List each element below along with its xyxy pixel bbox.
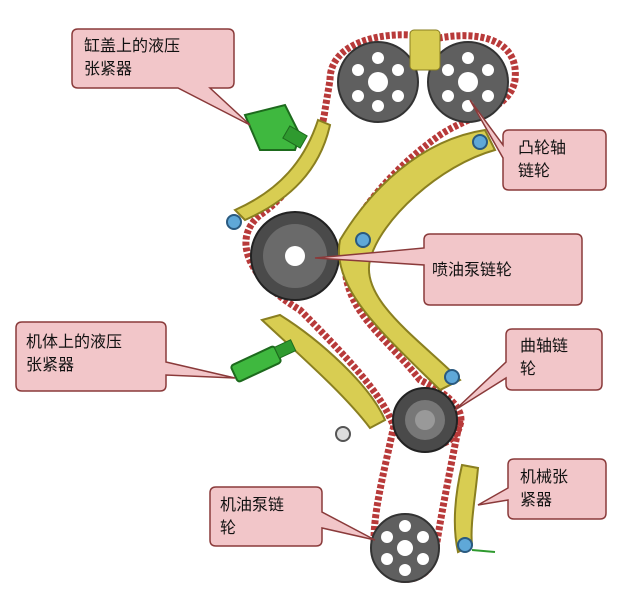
- upper-rail-bolt: [226, 214, 242, 230]
- label-head-tensioner: 缸盖上的液压 张紧器: [84, 36, 181, 78]
- lower-rail-bolt: [335, 426, 351, 442]
- block-hydraulic-tensioner: [230, 339, 297, 383]
- upper-tensioner-rail: [233, 118, 332, 222]
- label-crankshaft-sprocket: 曲轴链 轮: [520, 336, 569, 378]
- label-block-tensioner: 机体上的液压 张紧器: [26, 332, 123, 374]
- head-hydraulic-tensioner: [243, 103, 308, 151]
- guide-bolt-top: [472, 134, 488, 150]
- cam-chain-guide-top: [409, 29, 441, 71]
- callout-camshaft-sprocket: [469, 99, 607, 191]
- guide-bolt-bottom: [444, 369, 460, 385]
- label-camshaft-sprocket: 凸轮轴 链轮: [518, 138, 567, 180]
- injection-pump-sprocket: [250, 211, 340, 301]
- camshaft-sprocket-left: [337, 41, 419, 123]
- label-injection-pump-sprocket: 喷油泵链轮: [432, 260, 513, 279]
- callout-injection-pump-sprocket: [314, 233, 583, 306]
- label-mechanical-tensioner: 机械张 紧器: [520, 467, 569, 509]
- callout-crankshaft-sprocket: [454, 328, 603, 411]
- oil-pump-sprocket: [370, 513, 440, 583]
- mechanical-tensioner: [453, 463, 496, 554]
- crankshaft-sprocket: [392, 387, 458, 453]
- camshaft-sprocket-right: [427, 41, 509, 123]
- callout-head-tensioner: [71, 28, 251, 126]
- callout-mechanical-tensioner: [477, 458, 607, 520]
- callout-oil-pump-sprocket: [209, 486, 376, 547]
- guide-bolt-middle: [355, 232, 371, 248]
- label-oil-pump-sprocket: 机油泵链 轮: [220, 495, 285, 537]
- callout-block-tensioner: [15, 321, 236, 392]
